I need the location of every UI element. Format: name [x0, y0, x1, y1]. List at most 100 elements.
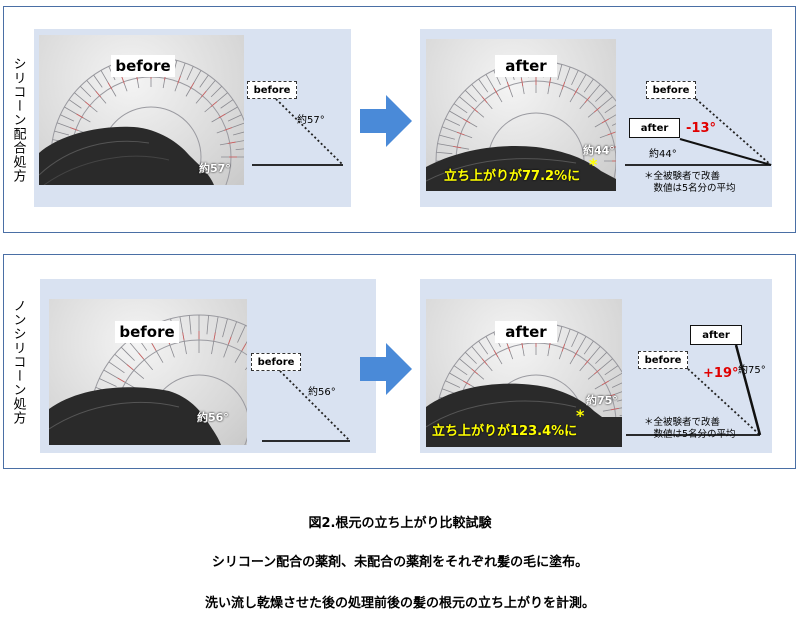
protractor-tick — [108, 361, 125, 374]
protractor-tick — [506, 81, 511, 90]
protractor-tick — [228, 336, 232, 345]
protractor-tick — [210, 101, 218, 108]
non-silicone-panel: ノンシリコーン処方 約56° before before 約56° — [3, 254, 796, 469]
protractor-tick — [583, 340, 594, 355]
protractor-tick — [189, 315, 192, 335]
after-angle-diagram — [625, 98, 772, 166]
protractor-tick — [117, 377, 125, 383]
hair-image — [49, 387, 221, 445]
before-angle-value: 約57° — [297, 115, 325, 126]
protractor-tick — [607, 131, 616, 136]
before-angle-diagram — [252, 98, 344, 166]
hair-image — [39, 126, 214, 185]
protractor-tick — [222, 318, 228, 338]
after-angle-value: 約44° — [649, 149, 677, 160]
protractor-tick — [584, 358, 591, 366]
protractor-tick — [84, 101, 92, 108]
protractor-tick — [218, 113, 226, 119]
after-tag: after — [495, 55, 557, 77]
protractor-tick — [182, 332, 185, 341]
protractor-tick — [241, 343, 247, 351]
silicone-panel: シリコーン配合処方 約57° before before 約57° — [3, 6, 796, 233]
protractor-tick — [151, 343, 157, 351]
protractor-tick — [206, 315, 209, 335]
protractor-tick — [579, 346, 601, 372]
protractor-tick — [453, 103, 468, 114]
protractor-tick — [453, 146, 462, 149]
star-marker: * — [576, 406, 585, 425]
protractor-tick — [593, 368, 601, 375]
protractor-tick — [478, 340, 489, 355]
photo-angle-label: 約57° — [199, 162, 231, 175]
angle-change-value: -13° — [686, 121, 716, 136]
protractor-tick — [463, 380, 471, 386]
protractor-tick — [599, 131, 616, 139]
after-angle-value: 約75° — [738, 365, 766, 376]
after-angle-diagram — [626, 344, 762, 436]
protractor-tick — [611, 123, 616, 126]
protractor-tick — [93, 74, 103, 88]
star-marker: * — [589, 155, 598, 174]
protractor-tick — [68, 99, 82, 109]
protractor-tick — [453, 365, 468, 376]
right-arrow-icon — [360, 95, 412, 147]
hair-image — [426, 383, 622, 447]
protractor-tick — [199, 74, 209, 88]
protractor-tick — [233, 131, 244, 136]
protractor-tick — [571, 332, 579, 348]
photo-angle-label: 約56° — [197, 411, 229, 424]
protractor-tick — [463, 118, 471, 124]
before-reference-box: before — [638, 351, 688, 369]
after-tag: after — [495, 321, 557, 343]
caption-line-2: 洗い流し乾燥させた後の処理前後の髪の根元の立ち上がりを計測。 — [204, 596, 595, 611]
protractor-tick — [557, 326, 563, 342]
protractor-tick — [548, 78, 551, 87]
before-card: 約57° before before 約57° — [34, 29, 351, 207]
after-card: 約44° * 立ち上がりが77.2%に after before after -… — [420, 29, 772, 207]
before-angle-box: before — [251, 353, 301, 371]
protractor-tick — [70, 127, 78, 131]
protractor-tick — [583, 78, 594, 93]
protractor-tick — [579, 84, 601, 110]
after-card: 約75° * 立ち上がりが123.4%に after after before … — [420, 279, 772, 453]
protractor-tick — [471, 84, 493, 110]
protractor-tick — [604, 104, 616, 114]
protractor-tick — [604, 365, 619, 376]
protractor-tick — [126, 364, 134, 371]
protractor-tick — [237, 325, 246, 343]
before-tag: before — [115, 321, 179, 343]
protractor-tick — [478, 78, 489, 93]
protractor-tick — [107, 82, 113, 90]
protractor-tick — [436, 151, 453, 155]
protractor-tick — [599, 391, 622, 401]
footnote: ＊全被験者で改善 数値は5名分の平均 — [644, 171, 736, 194]
protractor-tick — [224, 127, 232, 131]
protractor-tick — [602, 407, 622, 412]
protractor-tick — [227, 114, 242, 122]
protractor-tick — [210, 86, 222, 98]
before-card: 約56° before before 約56° — [40, 279, 376, 453]
protractor-tick — [611, 382, 622, 388]
before-reference-box: before — [646, 81, 696, 99]
protractor-tick — [557, 64, 563, 80]
protractor-tick — [561, 343, 566, 352]
protractor-tick — [601, 118, 609, 124]
protractor-tick — [465, 352, 477, 364]
protractor-tick — [607, 393, 616, 398]
protractor-tick — [80, 86, 92, 98]
protractor-tick — [445, 380, 461, 388]
protractor-tick — [601, 380, 609, 386]
protractor-tick — [439, 134, 455, 140]
protractor-tick — [138, 352, 145, 360]
protractor-tick — [593, 106, 601, 113]
protractor-tick — [99, 378, 117, 387]
protractor-tick — [186, 66, 194, 81]
protractor-tick — [561, 81, 566, 90]
protractor-tick — [465, 90, 477, 102]
protractor-tick — [602, 146, 616, 150]
protractor-tick — [121, 76, 125, 84]
panel-side-label: ノンシリコーン処方 — [10, 298, 26, 425]
protractor-tick — [571, 70, 579, 86]
caption-line-1: シリコーン配合の薬剤、未配合の薬剤をそれぞれ髪の毛に塗布。 — [211, 555, 589, 570]
rise-ratio-label: 立ち上がりが77.2%に — [444, 169, 581, 184]
